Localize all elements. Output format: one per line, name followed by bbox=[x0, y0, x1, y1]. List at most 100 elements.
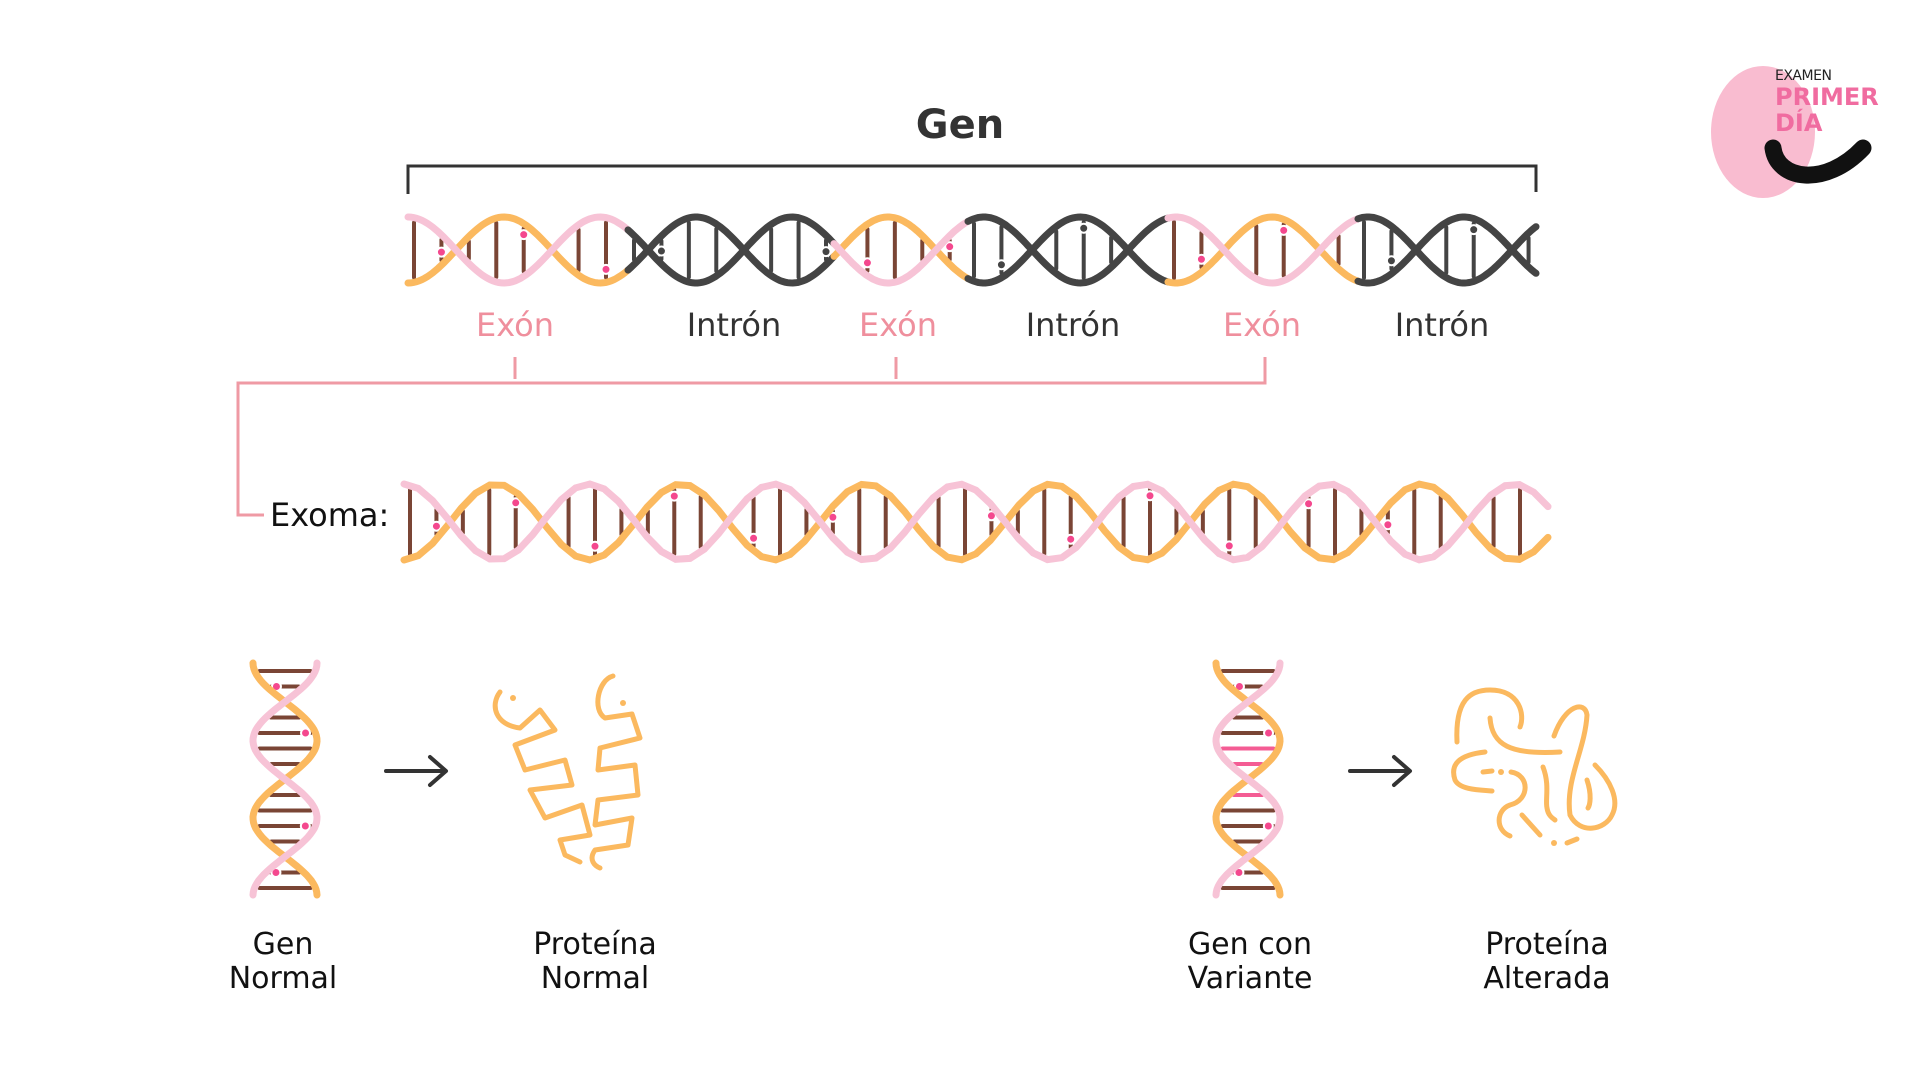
exome-marker-dot bbox=[1223, 540, 1235, 552]
exon-strand-front bbox=[404, 213, 632, 287]
normal-protein-caption: Proteína Normal bbox=[533, 928, 657, 996]
normal-gene-caption-line2: Normal bbox=[228, 961, 338, 996]
normal-gene-caption-line1: Gen bbox=[252, 927, 314, 962]
intron-marker-dot bbox=[820, 246, 832, 258]
protein-helix-left bbox=[492, 689, 593, 865]
exon-strand-back bbox=[1164, 213, 1362, 287]
exome-marker-dot bbox=[1144, 490, 1156, 502]
exome-strand-back bbox=[400, 480, 1552, 564]
exon-marker-dot bbox=[600, 263, 612, 275]
normal-protein-icon bbox=[492, 673, 643, 871]
normal-protein-caption-line2: Normal bbox=[540, 961, 650, 996]
intron-marker-dot bbox=[1078, 222, 1090, 234]
marker-dot bbox=[300, 727, 312, 739]
exon-label-1: Exón bbox=[475, 306, 555, 344]
exome-marker-dot bbox=[510, 497, 522, 509]
strand-pink bbox=[249, 659, 321, 899]
logo-graphic bbox=[1711, 66, 1872, 198]
intron-label-1: Intrón bbox=[686, 306, 782, 344]
protein-coil bbox=[1496, 769, 1528, 839]
exon-strand-back bbox=[404, 213, 632, 287]
gene-segment-exon bbox=[404, 213, 632, 287]
gene-bracket bbox=[406, 164, 1538, 194]
gene-segment-intron bbox=[624, 213, 838, 287]
gene-helix bbox=[404, 213, 1540, 287]
protein-coil bbox=[1540, 764, 1558, 823]
logo-brush-stroke bbox=[1764, 139, 1872, 184]
examen-primer-dia-logo: EXAMEN PRIMER DÍA bbox=[1695, 60, 1895, 210]
gene-segment-intron bbox=[964, 213, 1172, 287]
exome-marker-dot bbox=[668, 490, 680, 502]
intron-strand-front bbox=[1354, 213, 1540, 287]
logo-line3: DÍA bbox=[1775, 109, 1823, 137]
exon-label-2: Exón bbox=[858, 306, 938, 344]
gene-bracket-line bbox=[406, 164, 1538, 194]
intron-marker-dot bbox=[995, 259, 1007, 271]
exon-marker-dot bbox=[518, 229, 530, 241]
variant-gene-helix-icon bbox=[1212, 659, 1284, 899]
protein-coil bbox=[1454, 687, 1525, 745]
intron-strand-back bbox=[964, 213, 1172, 287]
exon-strand-front bbox=[1164, 213, 1362, 287]
altered-protein-caption: Proteína Alterada bbox=[1483, 928, 1610, 996]
exon-marker-dot bbox=[1195, 253, 1207, 265]
gene-segment-intron bbox=[1354, 213, 1540, 287]
protein-coil bbox=[1451, 749, 1495, 794]
protein-dot bbox=[1551, 840, 1557, 846]
exome-label: Exoma: bbox=[270, 496, 390, 534]
protein-coil bbox=[1551, 704, 1618, 831]
altered-protein-icon bbox=[1451, 687, 1618, 846]
exon-strand-back bbox=[830, 213, 972, 283]
exon-label-3: Exón bbox=[1222, 306, 1302, 344]
marker-dot bbox=[299, 820, 311, 832]
normal-gene-helix-icon bbox=[249, 659, 321, 899]
exon-marker-dot bbox=[435, 246, 447, 258]
variant-gene-caption-line2: Variante bbox=[1187, 961, 1313, 996]
exon-marker-dot bbox=[1278, 224, 1290, 236]
exome-marker-dot bbox=[589, 540, 601, 552]
protein-coil bbox=[1584, 777, 1593, 811]
exome-marker-dot bbox=[1303, 498, 1315, 510]
intron-label-3: Intrón bbox=[1394, 306, 1490, 344]
logo-line2-3: PRIMER DÍA bbox=[1775, 84, 1879, 136]
altered-protein-caption-line1: Proteína bbox=[1485, 927, 1609, 962]
arrow-icon-variant-shape bbox=[1348, 755, 1412, 787]
intron-marker-dot bbox=[1468, 224, 1480, 236]
exome-bracket-line bbox=[236, 357, 1267, 517]
protein-coil bbox=[1480, 768, 1495, 775]
variant-gene-caption: Gen con Variante bbox=[1188, 928, 1313, 996]
intron-strand-front bbox=[964, 213, 1172, 287]
exon-strand-front bbox=[830, 217, 972, 287]
gene-segment-exon bbox=[830, 213, 972, 287]
arrow-icon-variant bbox=[1348, 755, 1412, 787]
exome-helix bbox=[400, 480, 1552, 564]
exome-marker-dot bbox=[1382, 519, 1394, 531]
protein-coil bbox=[1487, 715, 1563, 756]
strand-pink bbox=[1212, 659, 1284, 899]
protein-dot bbox=[1498, 769, 1504, 775]
exon-marker-dot bbox=[861, 257, 873, 269]
protein-coil bbox=[1519, 812, 1543, 838]
altered-protein-caption-line2: Alterada bbox=[1483, 961, 1611, 996]
marker-dot bbox=[1263, 727, 1275, 739]
arrow-icon-normal bbox=[384, 755, 448, 787]
logo-line1: EXAMEN bbox=[1775, 68, 1832, 84]
intron-label-2: Intrón bbox=[1025, 306, 1121, 344]
intron-marker-dot bbox=[1385, 255, 1397, 267]
intron-marker-dot bbox=[655, 245, 667, 257]
gene-segment-exon bbox=[1164, 213, 1362, 287]
exome-marker-dot bbox=[748, 532, 760, 544]
exome-marker-dot bbox=[430, 520, 442, 532]
exome-marker-dot bbox=[1065, 533, 1077, 545]
gene-title: Gen bbox=[915, 102, 1005, 148]
arrow-icon-normal-shape bbox=[384, 755, 448, 787]
intron-strand-front bbox=[624, 213, 838, 287]
protein-dot bbox=[510, 695, 516, 701]
variant-gene-caption-line1: Gen con bbox=[1187, 927, 1313, 962]
protein-coil bbox=[1564, 836, 1580, 846]
protein-helix-right bbox=[589, 673, 643, 871]
intron-strand-back bbox=[624, 213, 838, 287]
exome-bracket bbox=[236, 357, 1267, 517]
normal-gene-caption: Gen Normal bbox=[229, 928, 338, 996]
marker-dot bbox=[1262, 820, 1274, 832]
